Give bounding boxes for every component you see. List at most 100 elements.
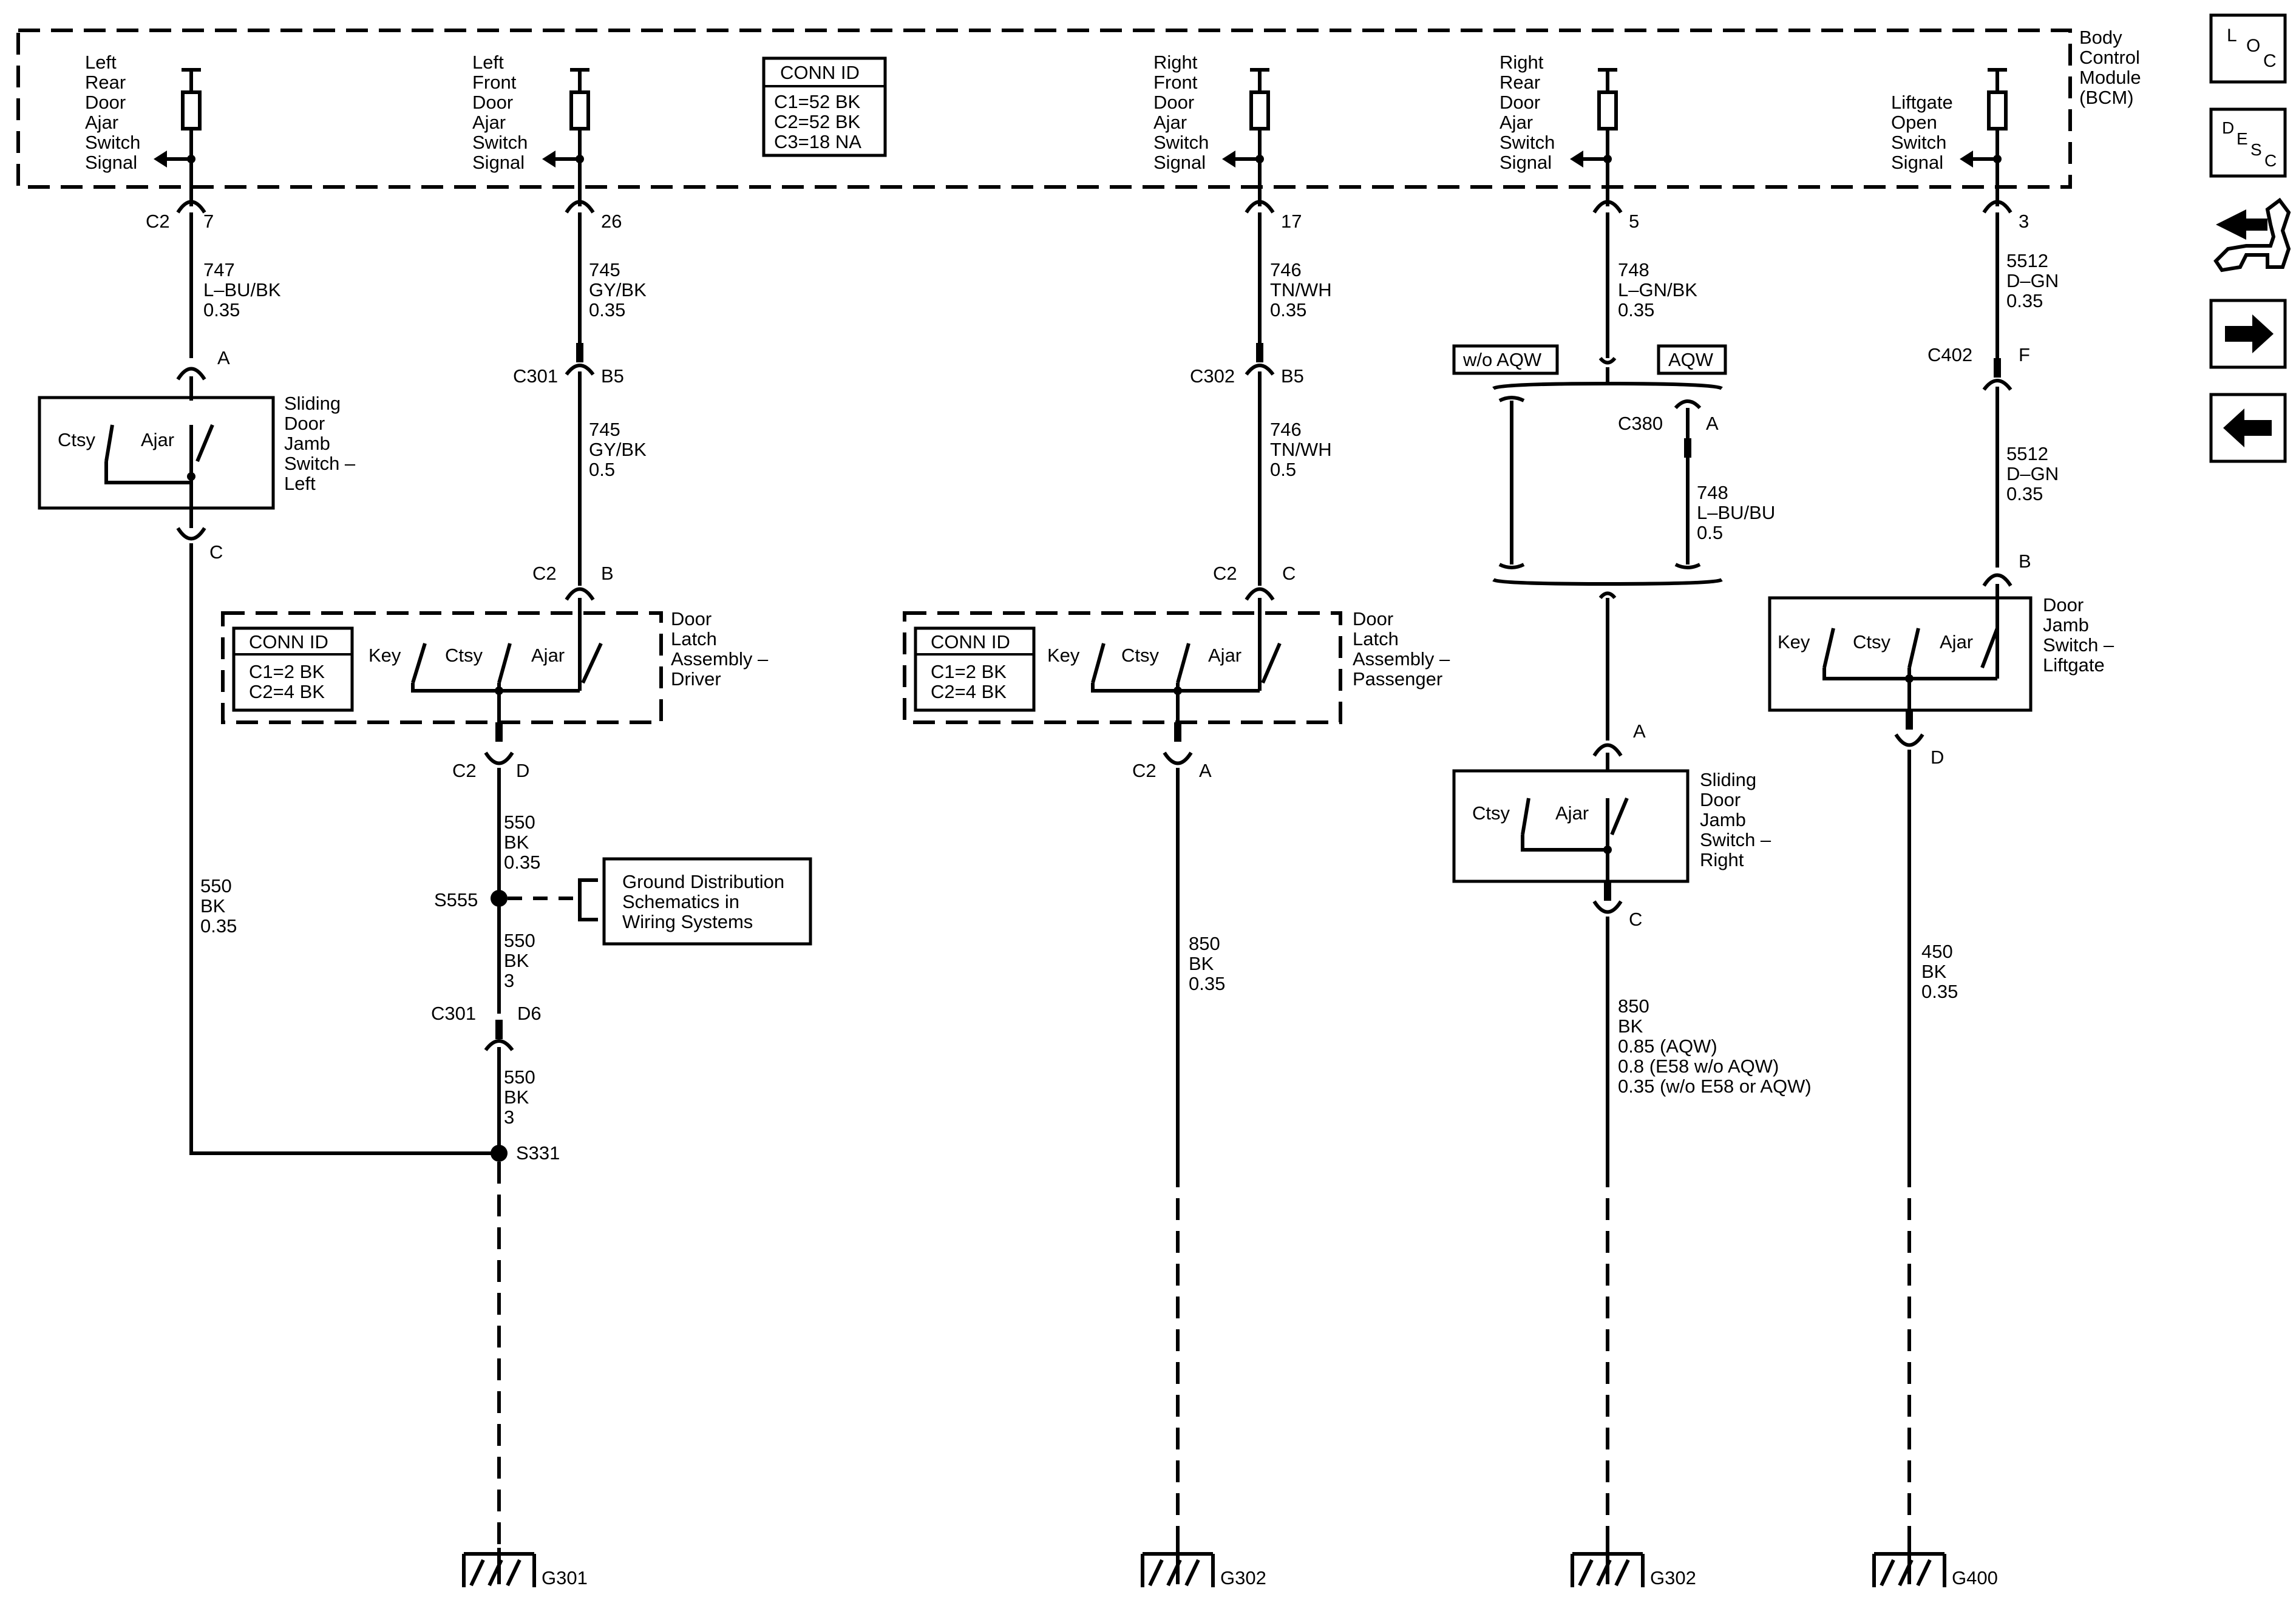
connector-male [495, 722, 503, 742]
switch-label-ctsy: Ctsy [1472, 802, 1510, 824]
wire-550 [189, 543, 495, 1155]
connector-c402: C402 [1927, 344, 1972, 365]
option-brace-top [1492, 381, 1723, 390]
bcm-module: Body Control Module (BCM) CONN ID C1=52 … [16, 27, 2141, 189]
switch-pivot [1905, 674, 1914, 683]
switch-contact [195, 424, 214, 463]
ground-hatch [1916, 1559, 1932, 1587]
wire-label-850b: 850 BK 0.85 (AQW) 0.8 (E58 w/o AQW) 0.35… [1618, 995, 1812, 1097]
switch-label-ajar: Ajar [141, 429, 174, 450]
conn-id-line: C3=18 NA [774, 131, 861, 152]
switch-label-ajar: Ajar [1208, 645, 1241, 666]
splice-label-s331: S331 [516, 1142, 560, 1164]
switch-contact [1980, 627, 1999, 669]
connector-female [484, 751, 514, 765]
pin-b: B [601, 563, 614, 584]
switch-contact [1907, 628, 1920, 668]
wire-label-745: 745 GY/BK 0.35 [589, 259, 651, 320]
connector-male [495, 1020, 503, 1039]
nav-button-frame [2209, 13, 2287, 84]
bcm-label-line: Control [2079, 47, 2140, 68]
connector-female [1674, 399, 1702, 410]
desc-button[interactable]: D E S C [2209, 107, 2287, 178]
option-break [1498, 563, 1525, 569]
option-break [1598, 357, 1617, 365]
switch-label-ajar: Ajar [531, 645, 565, 666]
pin-label: 26 [601, 211, 622, 232]
wire-label-748: 748 L–GN/BK 0.35 [1618, 259, 1703, 320]
tools-wrench [2213, 197, 2291, 273]
switch-label-key: Key [1047, 645, 1080, 666]
pin-c-label: C [209, 541, 223, 563]
connector-female [1163, 751, 1193, 765]
ground-label: G302 [1650, 1567, 1696, 1588]
tools-icon[interactable] [2213, 197, 2291, 273]
pin-c: C [1282, 563, 1296, 584]
wire-label-747: 747 L–BU/BK 0.35 [203, 259, 286, 320]
ground-hatch [487, 1559, 503, 1587]
pin-b5: B5 [601, 365, 624, 387]
connector-c380: C380 [1618, 413, 1663, 434]
switch-label-ctsy: Ctsy [1121, 645, 1160, 666]
component-label-latch-passenger: Door Latch Assembly – Passenger [1353, 608, 1455, 690]
forward-button[interactable] [2209, 299, 2287, 369]
switch-pivot [495, 686, 503, 695]
ground-hatch [1184, 1559, 1200, 1587]
pin-d: D [1931, 747, 1944, 768]
conn-id-line: C1=52 BK [774, 91, 861, 112]
splice-label-s555: S555 [434, 889, 478, 910]
loc-letter: O [2246, 36, 2260, 56]
loc-button[interactable]: L O C [2209, 13, 2287, 84]
wire-label-746: 746 TN/WH 0.35 [1270, 259, 1337, 320]
connector-female [484, 1039, 514, 1051]
pin-b5: B5 [1281, 365, 1304, 387]
switch-label-ctsy: Ctsy [58, 429, 96, 450]
connector-label: C2 [146, 211, 170, 232]
switch-contact [411, 643, 427, 683]
connector-male [1994, 358, 2001, 378]
circuit-left-rear: 7 C2 747 L–BU/BK 0.35 A Ctsy Ajar Slidin… [38, 211, 495, 1155]
ground-distribution-ref[interactable] [602, 857, 812, 946]
connector-female [1592, 900, 1623, 914]
conn-id-line: C2=4 BK [931, 681, 1007, 702]
conn-id-box [762, 56, 887, 157]
loc-letter: L [2227, 25, 2237, 46]
connector-c2: C2 [532, 563, 557, 584]
resistor [569, 90, 590, 131]
pin-label: 5 [1629, 211, 1639, 232]
wire-label-5512b: 5512 D–GN 0.35 [2006, 443, 2064, 504]
wire-label-550b: 550 BK 0.35 [504, 812, 540, 873]
signal-arrow-icon [154, 151, 167, 168]
switch-label-ajar: Ajar [1555, 802, 1589, 824]
connector-c2: C2 [1132, 760, 1156, 781]
switch-common [104, 461, 191, 484]
signal-arrow-icon [1570, 151, 1583, 168]
connector-c301: C301 [513, 365, 558, 387]
pin-label: 17 [1281, 211, 1302, 232]
switch-contact [1822, 628, 1835, 668]
wire-label-550c: 550 BK 3 [504, 930, 540, 991]
pin-label: 7 [203, 211, 214, 232]
connector-female [1982, 573, 2012, 587]
right-arrow-icon [2225, 314, 2274, 353]
pin-a-label: A [217, 347, 230, 368]
back-button[interactable] [2209, 393, 2287, 463]
bcm-label-line: (BCM) [2079, 87, 2134, 108]
tools-arrow [2216, 209, 2267, 240]
conn-id-title: CONN ID [249, 631, 328, 653]
component-label-sliding-left: Sliding Door Jamb Switch – Left [284, 393, 361, 494]
switch-contact [1521, 798, 1530, 835]
signal-arrow-icon [1960, 151, 1973, 168]
option-wo-aqw [1452, 344, 1559, 375]
circuit-right-rear: 5 748 L–GN/BK 0.35 w/o AQW AQW C380 A 74… [1452, 211, 1812, 1554]
switch-contact [1610, 797, 1629, 836]
signal-arrow-icon [1222, 151, 1235, 168]
resistor [1597, 90, 1618, 131]
